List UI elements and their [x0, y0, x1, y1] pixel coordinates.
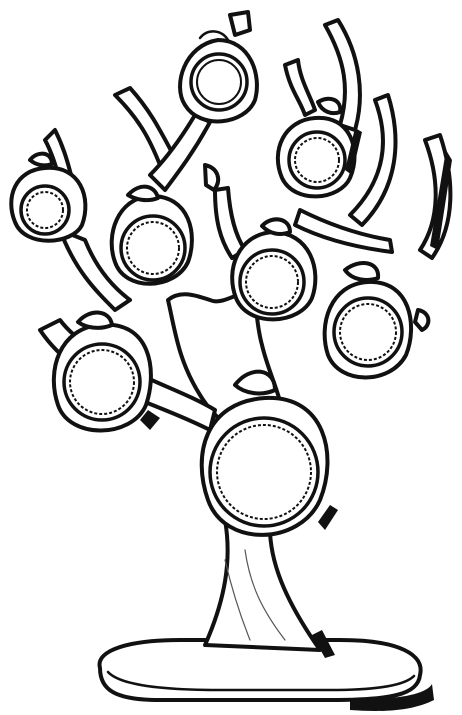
apple-frame-upper-left — [11, 154, 85, 241]
apple-frame-middle-center — [232, 219, 315, 319]
apple-frame-middle-right — [325, 263, 429, 377]
apple-frame-top — [180, 12, 257, 121]
tree-trunk — [205, 520, 320, 650]
tree-base — [100, 640, 434, 711]
tree-shadows — [140, 128, 452, 658]
